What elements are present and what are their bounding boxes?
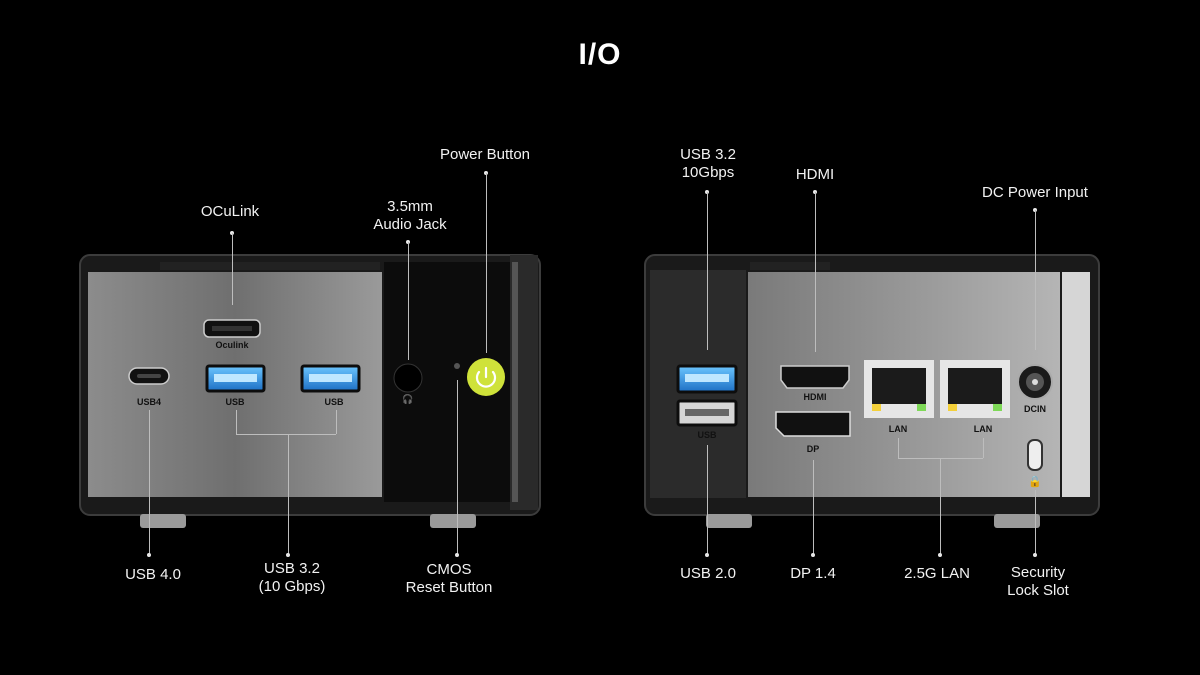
hdmi-callout-line (815, 192, 816, 352)
lan-bracket-right (983, 438, 984, 458)
lan-callout-dot (938, 553, 942, 557)
oculink-callout-line (232, 233, 233, 305)
audio-callout-line (408, 242, 409, 360)
dp-callout-dot (811, 553, 815, 557)
usb4-callout-dot (147, 553, 151, 557)
rear-usb-port-text: USB (697, 430, 717, 440)
usb20-callout-line (707, 445, 708, 555)
security-lock-label: Security Lock Slot (1007, 564, 1069, 599)
oculink-label: OCuLink (200, 203, 260, 220)
usb20-label: USB 2.0 (680, 565, 736, 582)
power-button-label: Power Button (439, 146, 531, 163)
usb-a-port-text-1: USB (225, 397, 245, 407)
dp-callout-line (813, 460, 814, 555)
headphone-icon: 🎧 (402, 393, 413, 404)
usb4-port-text: USB4 (137, 397, 161, 407)
rear-usb32-label: USB 3.2 10Gbps (680, 146, 736, 181)
power-callout-line (486, 173, 487, 353)
dc-power-input-label: DC Power Input (982, 184, 1088, 201)
dcin-callout-line (1035, 210, 1036, 350)
lock-icon: 🔒 (1028, 475, 1042, 488)
dp14-label: DP 1.4 (790, 565, 836, 582)
page-title: I/O (578, 38, 622, 71)
lan-port-text-2: LAN (974, 424, 993, 434)
cmos-callout-dot (455, 553, 459, 557)
dp-port-text: DP (807, 444, 820, 454)
cmos-reset-label: CMOS Reset Button (405, 561, 493, 596)
usb20-callout-dot (705, 553, 709, 557)
lock-callout-line (1035, 490, 1036, 555)
lan-bracket-left (898, 438, 899, 458)
dcin-port-text: DCIN (1024, 404, 1046, 414)
usb32-callout-dot (286, 553, 290, 557)
audio-jack-label: 3.5mm Audio Jack (373, 198, 447, 233)
oculink-port-text: Oculink (215, 340, 249, 350)
hdmi-label: HDMI (795, 166, 835, 183)
usb4-callout-line (149, 410, 150, 555)
lan-label: 2.5G LAN (904, 565, 970, 582)
usb4-label: USB 4.0 (125, 566, 181, 583)
cmos-callout-line (457, 380, 458, 555)
lan-callout-line (940, 458, 941, 555)
usb32-bracket-left (236, 410, 237, 434)
usb-a-port-text-2: USB (324, 397, 344, 407)
rear-usb32-callout-line (707, 192, 708, 350)
lock-callout-dot (1033, 553, 1037, 557)
usb32-bracket-bar (236, 434, 336, 435)
usb32-bracket-right (336, 410, 337, 434)
lan-port-text-1: LAN (889, 424, 908, 434)
usb32-callout-line (288, 434, 289, 555)
usb32-label: USB 3.2 (10 Gbps) (258, 560, 326, 595)
hdmi-port-text: HDMI (804, 392, 827, 402)
